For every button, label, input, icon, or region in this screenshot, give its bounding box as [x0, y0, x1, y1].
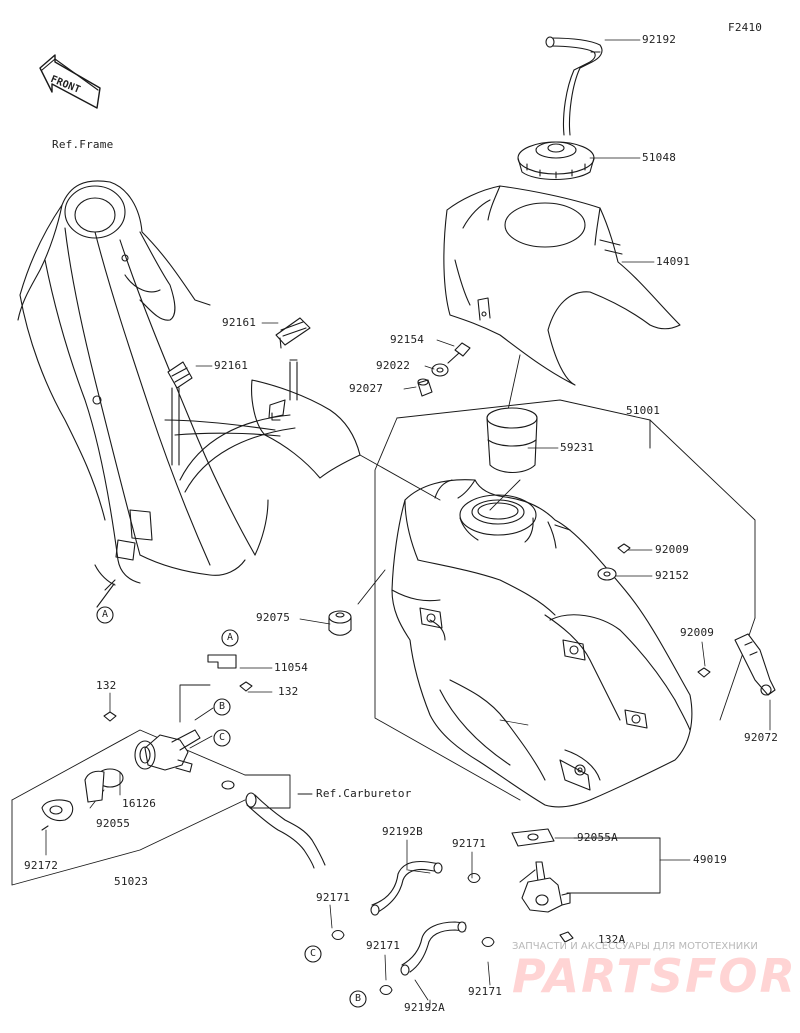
grommet-92152	[597, 567, 617, 581]
part-92009-lower: 92009	[680, 626, 715, 639]
ref-frame-label: Ref.Frame	[52, 138, 114, 151]
callout-a-frame: A	[101, 609, 109, 620]
part-92171-mid: 92171	[366, 939, 401, 952]
clip-92161-lower	[167, 361, 193, 466]
part-51001: 51001	[626, 404, 661, 417]
fuel-cock-assembly	[41, 654, 253, 831]
fuel-tank-51001	[391, 479, 693, 808]
callout-c-hose: C	[309, 948, 317, 959]
part-92171-left: 92171	[316, 891, 351, 904]
front-arrow-icon	[39, 54, 101, 109]
shroud-14091	[443, 185, 681, 386]
ref-carburetor-label: Ref.Carburetor	[316, 787, 412, 800]
watermark-logo: PARTSFOR.RU	[512, 949, 800, 1003]
part-92192: 92192	[642, 33, 677, 46]
sleeve-59231	[486, 407, 538, 474]
callout-b-hose: B	[354, 993, 362, 1004]
part-132-right: 132	[278, 685, 299, 698]
fuel-hose-92192A	[400, 921, 467, 976]
breather-hose-92192	[545, 36, 603, 136]
part-92154: 92154	[390, 333, 425, 346]
part-92075: 92075	[256, 611, 291, 624]
washer-92022	[431, 363, 449, 377]
fuel-cock-49019	[511, 828, 574, 943]
damper-92075	[328, 610, 352, 636]
part-59231: 59231	[560, 441, 595, 454]
part-92022: 92022	[376, 359, 411, 372]
part-92172: 92172	[24, 859, 59, 872]
part-92171-bottom: 92171	[468, 985, 503, 998]
bolt-92009-lower	[697, 667, 711, 678]
part-92171-top: 92171	[452, 837, 487, 850]
part-132-left: 132	[96, 679, 117, 692]
part-92072: 92072	[744, 731, 779, 744]
part-132A: 132A	[598, 933, 626, 946]
carburetor-hose	[221, 780, 326, 869]
part-51023: 51023	[114, 875, 149, 888]
callout-b-cock: B	[218, 701, 226, 712]
figure-code: F2410	[728, 21, 763, 34]
part-92161-upper: 92161	[222, 316, 257, 329]
watermark-tagline: ЗАПЧАСТИ И АКСЕССУАРЫ ДЛЯ МОТОТЕХНИКИ	[512, 941, 758, 952]
bolt-92009-upper	[617, 543, 631, 554]
callout-a-bracket: A	[226, 632, 234, 643]
part-51048: 51048	[642, 151, 677, 164]
hose-clamps-92171	[331, 872, 495, 996]
part-92027: 92027	[349, 382, 384, 395]
group-brackets	[11, 354, 756, 894]
part-92055A: 92055A	[577, 831, 618, 844]
strap-92072	[734, 633, 776, 696]
part-92161-lower: 92161	[214, 359, 249, 372]
callout-c-cock: C	[218, 732, 226, 743]
leader-lines	[45, 39, 771, 1006]
fuel-hose-92192B	[370, 860, 443, 916]
part-92192A: 92192A	[404, 1001, 445, 1014]
part-92009-upper: 92009	[655, 543, 690, 556]
part-92055: 92055	[96, 817, 131, 830]
part-92192B: 92192B	[382, 825, 423, 838]
fender-drawing	[251, 359, 361, 479]
fuel-cap-51048	[517, 141, 595, 180]
bolt-92154	[447, 342, 471, 364]
frame-drawing	[17, 180, 296, 608]
part-14091: 14091	[656, 255, 691, 268]
clip-92161-upper	[275, 317, 311, 349]
part-49019: 49019	[693, 853, 728, 866]
part-92152: 92152	[655, 569, 690, 582]
part-16126: 16126	[122, 797, 157, 810]
part-11054: 11054	[274, 661, 309, 674]
callout-circles	[96, 606, 367, 1008]
collar-92027	[417, 378, 433, 397]
